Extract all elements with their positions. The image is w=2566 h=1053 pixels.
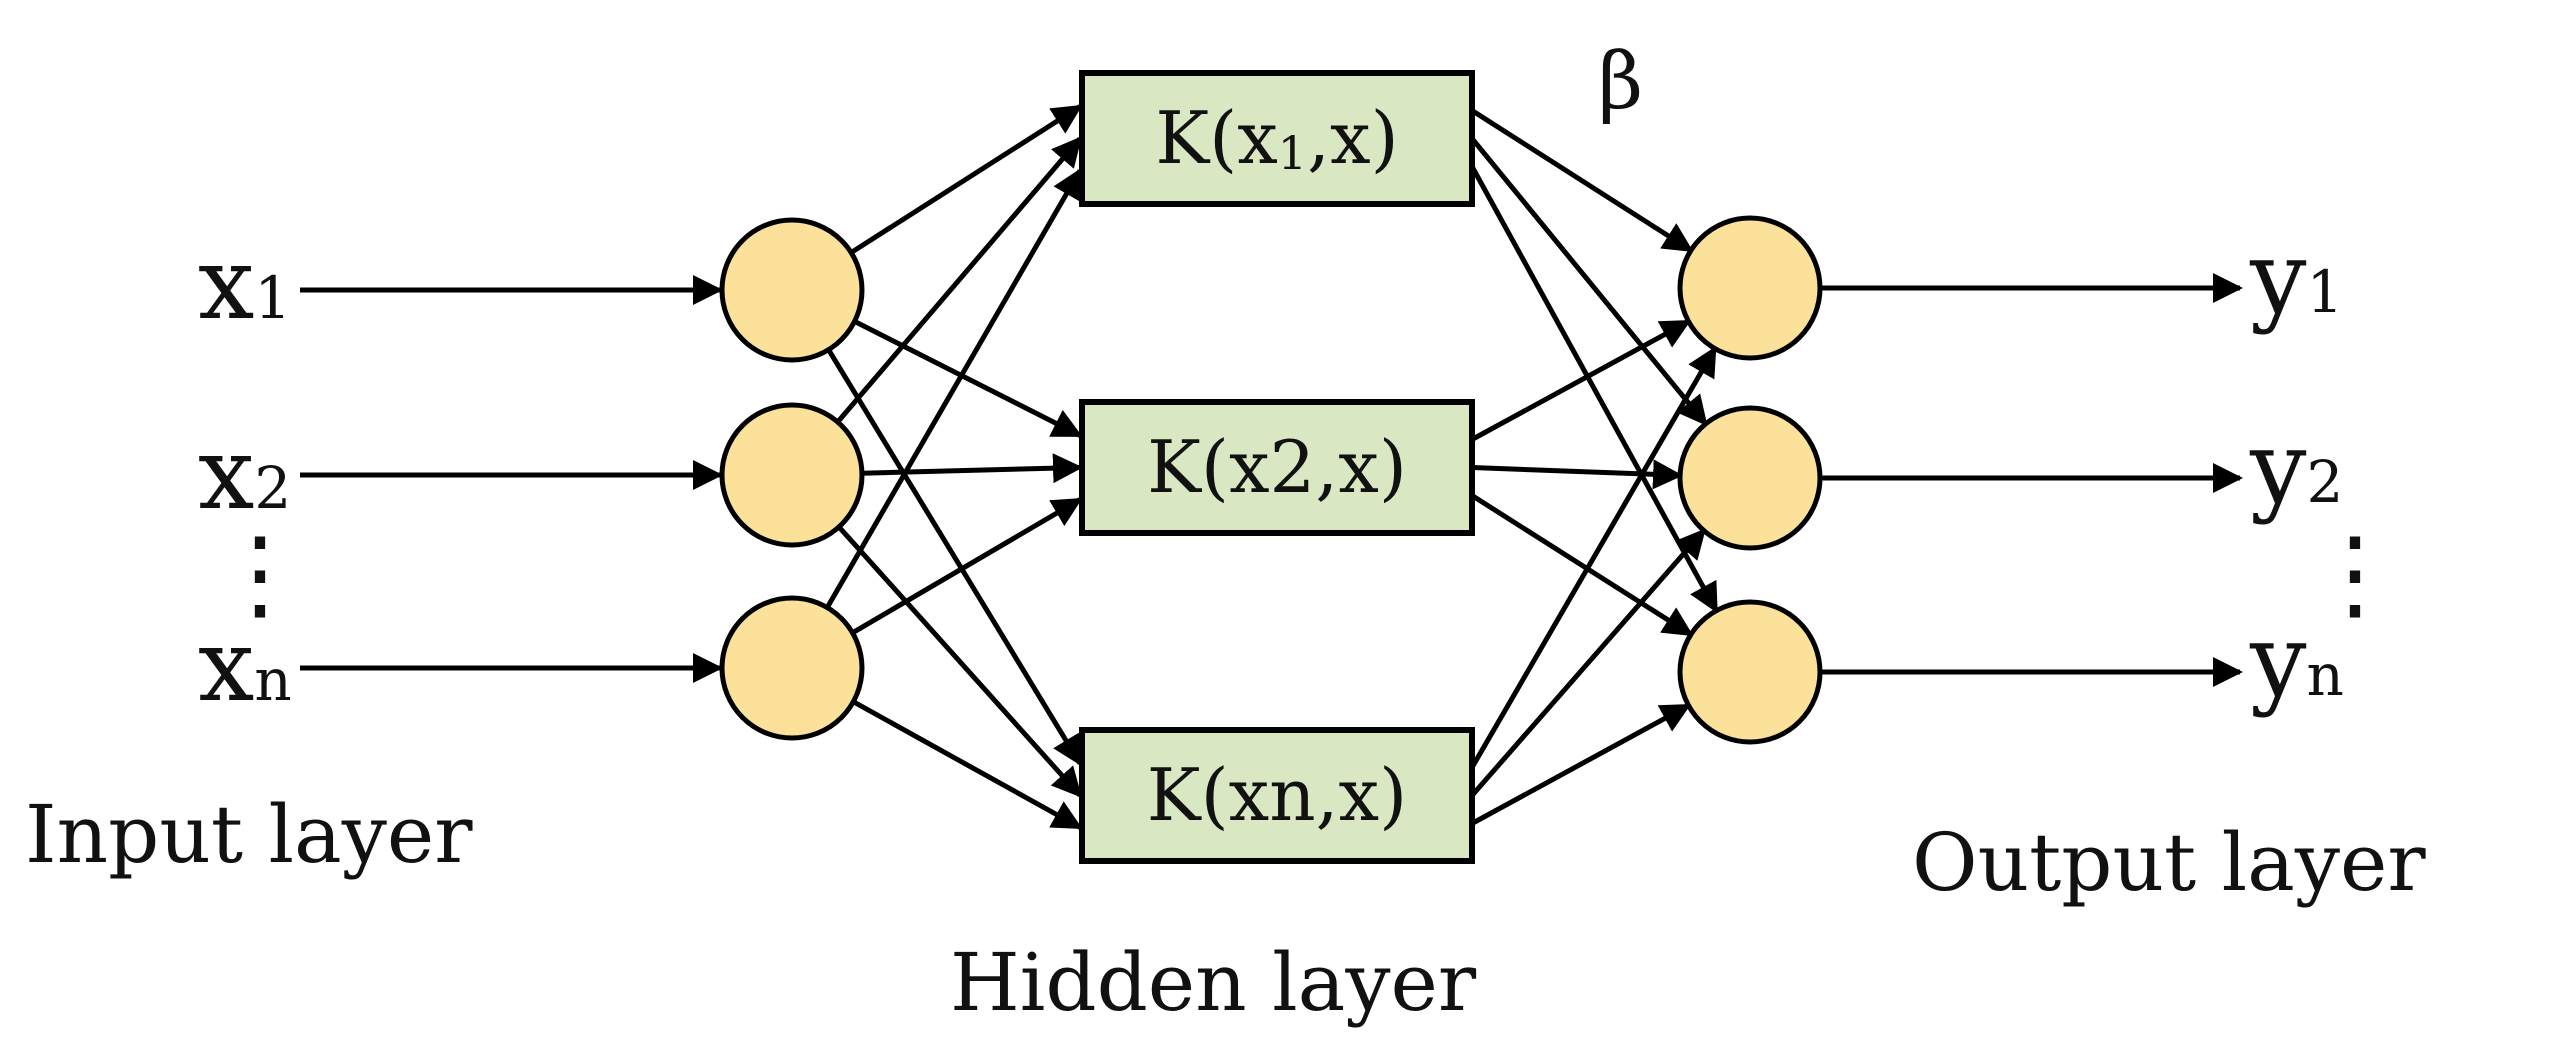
in-to-kernel-1-1 [849, 104, 1083, 255]
in-to-kernel-2-2 [861, 453, 1083, 484]
kernel-box-n [1079, 727, 1475, 864]
in-to-kernel-2-1 [835, 136, 1082, 424]
kernel-to-out-3-2 [1470, 528, 1706, 798]
output-node-n [1677, 599, 1823, 745]
input-label-x1: x1 [198, 225, 291, 342]
kernel-box-2 [1079, 399, 1475, 536]
output-ellipsis: ⋮ [2305, 515, 2405, 632]
connections [300, 104, 2243, 830]
kernel-label-1: K(x1,x) [1155, 96, 1398, 180]
kernel-to-out-3-3 [1470, 703, 1692, 826]
input-layer-caption: Input layer [25, 788, 473, 881]
kernel-to-out-1-2 [1470, 136, 1708, 427]
output-node-1 [1677, 215, 1823, 361]
in-to-kernel-2-3 [837, 525, 1083, 798]
kernel-to-out-2-2 [1471, 459, 1684, 490]
kernel-to-out-3-1 [1469, 345, 1718, 769]
output-nodes [1677, 215, 1823, 745]
in-to-kernel-1-3 [826, 348, 1083, 767]
hidden-layer-caption: Hidden layer [950, 936, 1477, 1029]
input-label-xn: xn [198, 607, 292, 724]
in-to-kernel-3-3 [852, 699, 1083, 830]
input-nodes [719, 217, 865, 741]
in-to-kernel-3-1 [825, 167, 1083, 609]
output-label-y2: y2 [2249, 409, 2343, 526]
input-node-n [719, 595, 865, 741]
input-ellipsis: ⋮ [210, 515, 310, 632]
kernel-label-n: K(xn,x) [1147, 753, 1407, 837]
input-node-2 [719, 402, 865, 548]
output-layer-caption: Output layer [1912, 816, 2426, 909]
beta-label: β [1598, 37, 1643, 127]
kernel-to-out-2-3 [1470, 493, 1694, 637]
output-label-y1: y1 [2249, 219, 2343, 336]
hidden-kernel-boxes: K(x1,x) K(x2,x) K(xn,x) [1079, 70, 1475, 864]
in-to-kernel-1-2 [853, 319, 1083, 438]
kernel-label-2: K(x2,x) [1147, 425, 1407, 509]
input-node-1 [719, 217, 865, 363]
kernel-box-1 [1079, 70, 1475, 207]
kernel-to-out-1-1 [1470, 108, 1694, 253]
input-label-x2: x2 [198, 415, 291, 532]
kernel-to-out-2-1 [1470, 319, 1692, 442]
output-node-2 [1677, 405, 1823, 551]
output-label-yn: yn [2249, 602, 2344, 719]
in-to-kernel-3-2 [851, 497, 1083, 635]
